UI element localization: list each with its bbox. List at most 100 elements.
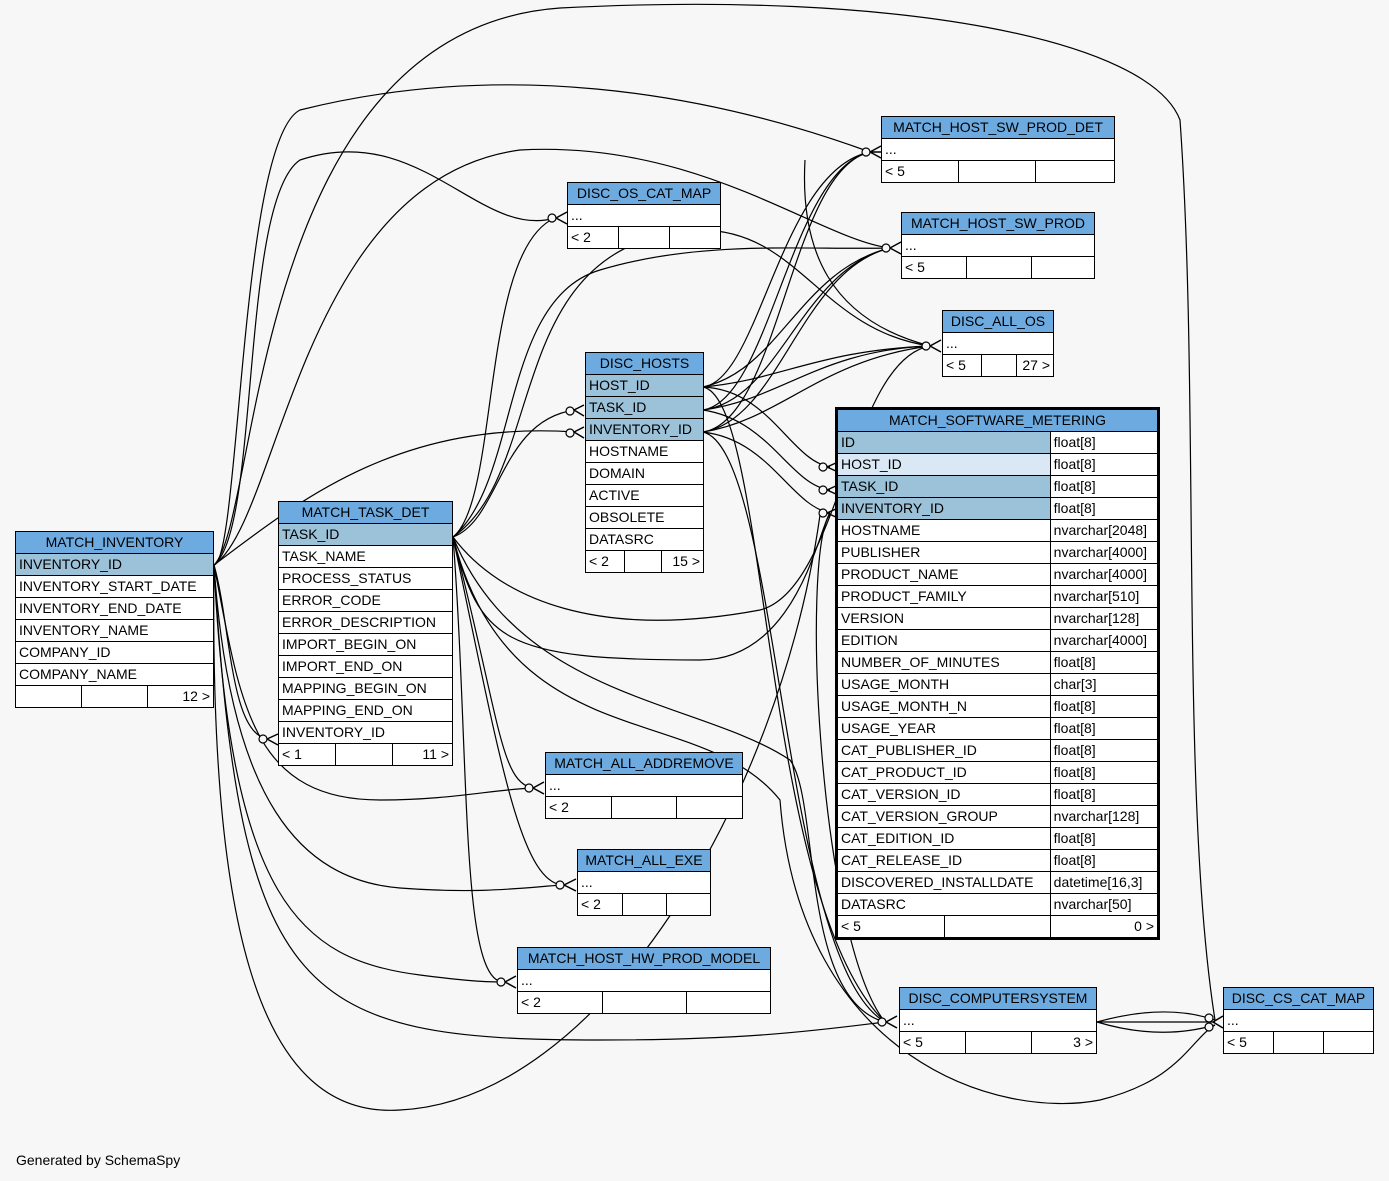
table-match-all-exe[interactable]: MATCH_ALL_EXE ... < 2 [577,849,711,916]
table-disc-all-os[interactable]: DISC_ALL_OS ... < 5 27 > [942,310,1054,377]
parents-count[interactable]: < 5 [881,160,959,183]
column-name[interactable]: ID [837,431,1051,454]
column-mapping-begin-on[interactable]: MAPPING_BEGIN_ON [278,677,453,700]
column-task-id[interactable]: TASK_ID [585,396,704,419]
column-process-status[interactable]: PROCESS_STATUS [278,567,453,590]
table-disc-computersystem[interactable]: DISC_COMPUTERSYSTEM ... < 5 3 > [899,987,1097,1054]
column-name[interactable]: USAGE_YEAR [837,717,1051,740]
column-obsolete[interactable]: OBSOLETE [585,506,704,529]
children-count[interactable]: 3 > [1031,1031,1097,1054]
column-name[interactable]: DATASRC [837,893,1051,916]
column-name[interactable]: CAT_PUBLISHER_ID [837,739,1051,762]
column-inventory-name[interactable]: INVENTORY_NAME [15,619,214,642]
parents-count[interactable]: < 2 [517,991,603,1014]
parents-count[interactable]: < 2 [567,226,619,249]
parents-count[interactable]: < 1 [278,743,336,766]
children-count[interactable] [686,991,771,1014]
column-name[interactable]: PRODUCT_NAME [837,563,1051,586]
parents-count[interactable] [15,685,82,708]
column-name[interactable]: DISCOVERED_INSTALLDATE [837,871,1051,894]
column-name[interactable]: CAT_PRODUCT_ID [837,761,1051,784]
parents-count[interactable]: < 5 [899,1031,966,1054]
children-count[interactable] [666,893,711,916]
column-inventory-id[interactable]: INVENTORY_ID [585,418,704,441]
column-name[interactable]: USAGE_MONTH [837,673,1051,696]
parents-count[interactable]: < 5 [1223,1031,1274,1054]
column-name[interactable]: VERSION [837,607,1051,630]
children-count[interactable]: 0 > [1049,915,1159,938]
table-disc-cs-cat-map[interactable]: DISC_CS_CAT_MAP ... < 5 [1223,987,1374,1054]
column-error-description[interactable]: ERROR_DESCRIPTION [278,611,453,634]
children-count[interactable]: 15 > [661,550,704,573]
column-datasrc[interactable]: DATASRC [585,528,704,551]
parents-count[interactable]: < 5 [942,354,982,377]
column-name[interactable]: PRODUCT_FAMILY [837,585,1051,608]
parents-count[interactable]: < 2 [545,796,612,819]
column-task-id[interactable]: TASK_ID [278,523,453,546]
column-name[interactable]: TASK_ID [837,475,1051,498]
children-count[interactable] [669,226,721,249]
table-match-inventory[interactable]: MATCH_INVENTORY INVENTORY_ID INVENTORY_S… [15,531,214,708]
parents-count[interactable]: < 2 [577,893,623,916]
parents-count[interactable]: < 5 [836,915,946,938]
column-task-name[interactable]: TASK_NAME [278,545,453,568]
children-count[interactable] [1031,256,1095,279]
column-name[interactable]: NUMBER_OF_MINUTES [837,651,1051,674]
column-name[interactable]: USAGE_MONTH_N [837,695,1051,718]
parents-count[interactable]: < 5 [901,256,967,279]
children-count[interactable]: 27 > [1016,354,1054,377]
column-mapping-end-on[interactable]: MAPPING_END_ON [278,699,453,722]
children-count[interactable] [676,796,743,819]
column-name[interactable]: INVENTORY_ID [837,497,1051,520]
column-inventory-id[interactable]: INVENTORY_ID [15,553,214,576]
table-match-task-det[interactable]: MATCH_TASK_DET TASK_ID TASK_NAME PROCESS… [278,501,453,766]
children-count[interactable]: 11 > [392,743,453,766]
table-disc-hosts[interactable]: DISC_HOSTS HOST_ID TASK_ID INVENTORY_ID … [585,352,704,573]
column-import-begin-on[interactable]: IMPORT_BEGIN_ON [278,633,453,656]
children-count[interactable] [1035,160,1115,183]
column-name[interactable]: CAT_EDITION_ID [837,827,1051,850]
table-match-host-sw-prod[interactable]: MATCH_HOST_SW_PROD ... < 5 [901,212,1095,279]
column-active[interactable]: ACTIVE [585,484,704,507]
column-domain[interactable]: DOMAIN [585,462,704,485]
column-name[interactable]: PUBLISHER [837,541,1051,564]
children-count[interactable]: 12 > [147,685,214,708]
column-name[interactable]: CAT_RELEASE_ID [837,849,1051,872]
column-company-id[interactable]: COMPANY_ID [15,641,214,664]
column-inventory-start-date[interactable]: INVENTORY_START_DATE [15,575,214,598]
column-name[interactable]: HOSTNAME [837,519,1051,542]
table-match-all-addremove[interactable]: MATCH_ALL_ADDREMOVE ... < 2 [545,752,743,819]
column-name[interactable]: CAT_VERSION_ID [837,783,1051,806]
column-name[interactable]: CAT_VERSION_GROUP [837,805,1051,828]
column-name[interactable]: EDITION [837,629,1051,652]
column-hostname[interactable]: HOSTNAME [585,440,704,463]
column-host-id[interactable]: HOST_ID [585,374,704,397]
column-company-name[interactable]: COMPANY_NAME [15,663,214,686]
table-match-host-hw-prod-model[interactable]: MATCH_HOST_HW_PROD_MODEL ... < 2 [517,947,771,1014]
table-disc-os-cat-map[interactable]: DISC_OS_CAT_MAP ... < 2 [567,182,721,249]
table-match-host-sw-prod-det[interactable]: MATCH_HOST_SW_PROD_DET ... < 5 [881,116,1115,183]
column-inventory-id[interactable]: INVENTORY_ID [278,721,453,744]
parents-count[interactable]: < 2 [585,550,625,573]
